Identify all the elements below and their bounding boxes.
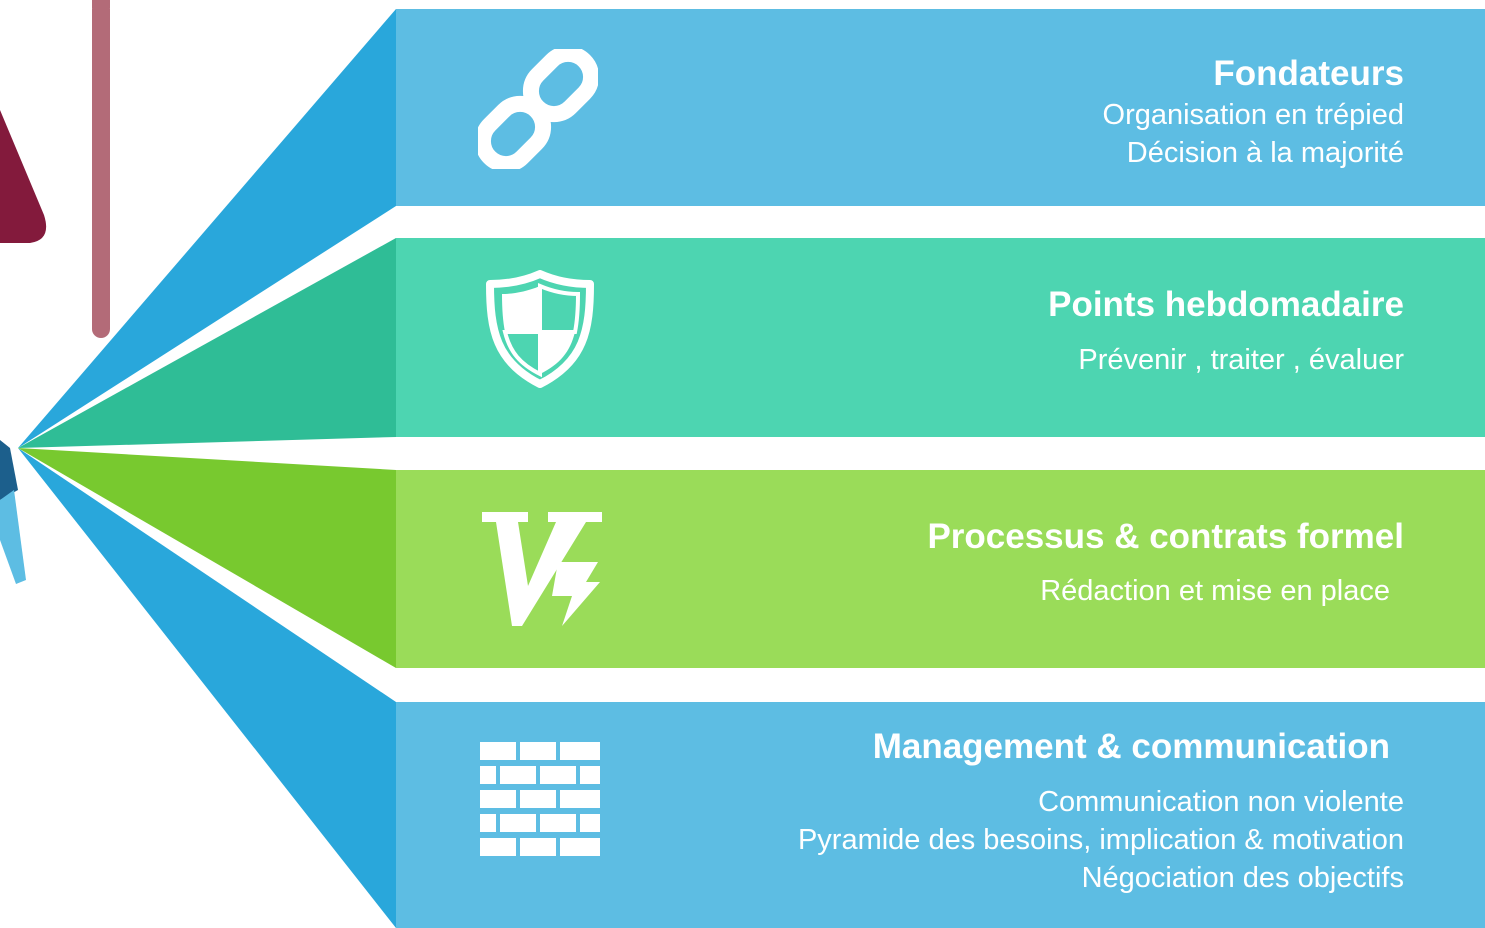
fan-wedge-3 bbox=[18, 448, 396, 668]
item-text-management: Management & communication Communication… bbox=[798, 726, 1404, 896]
item-title: Management & communication bbox=[872, 727, 1390, 766]
fan-wedge-4 bbox=[18, 448, 396, 928]
item-title: Points hebdomadaire bbox=[1048, 285, 1404, 324]
item-text-processus: Processus & contrats formel Rédaction et… bbox=[927, 516, 1404, 609]
item-line: Organisation en trépied bbox=[1102, 99, 1404, 131]
fan-wedge-1 bbox=[18, 9, 396, 448]
item-text-fondateurs: Fondateurs Organisation en trépied Décis… bbox=[1103, 53, 1404, 171]
fan-wedge-2 bbox=[18, 238, 396, 448]
item-panel-fondateurs: Fondateurs Organisation en trépied Décis… bbox=[396, 9, 1485, 206]
mauve-bar-cap bbox=[92, 0, 110, 8]
pivot-light-piece bbox=[0, 490, 26, 584]
item-line: Rédaction et mise en place bbox=[1040, 575, 1390, 607]
item-panel-processus: Processus & contrats formel Rédaction et… bbox=[396, 470, 1485, 668]
shield-icon bbox=[486, 270, 594, 388]
item-panel-points-hebdomadaire: Points hebdomadaire Prévenir , traiter ,… bbox=[396, 238, 1485, 437]
maroon-triangle-shape bbox=[0, 110, 47, 243]
item-line: Prévenir , traiter , évaluer bbox=[1078, 344, 1404, 376]
item-line: Pyramide des besoins, implication & moti… bbox=[797, 824, 1404, 856]
item-line: Décision à la majorité bbox=[1126, 137, 1404, 169]
mauve-bar-shape bbox=[92, 0, 110, 338]
item-title: Fondateurs bbox=[1213, 54, 1404, 93]
pivot-dark-piece bbox=[0, 440, 18, 500]
vue-logo-icon bbox=[482, 512, 602, 626]
item-line: Communication non violente bbox=[1038, 786, 1404, 818]
link-icon bbox=[478, 49, 598, 169]
item-line: Négociation des objectifs bbox=[1081, 862, 1404, 894]
item-title: Processus & contrats formel bbox=[927, 517, 1404, 556]
brick-wall-icon bbox=[480, 742, 600, 856]
item-text-points-hebdomadaire: Points hebdomadaire Prévenir , traiter ,… bbox=[1048, 284, 1404, 378]
item-panel-management: Management & communication Communication… bbox=[396, 702, 1485, 928]
